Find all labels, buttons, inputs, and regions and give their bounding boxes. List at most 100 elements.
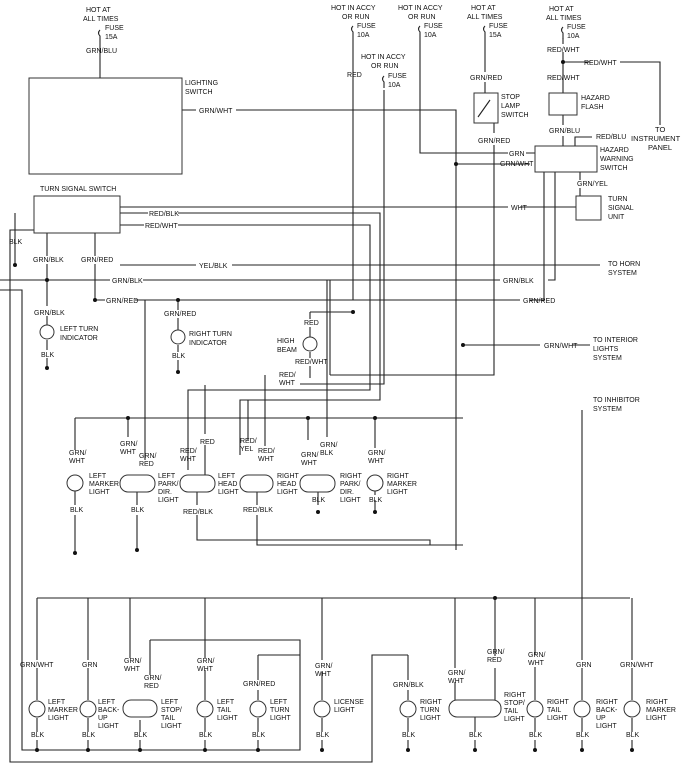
- wire-label: GRN/RED: [478, 138, 510, 145]
- wire-label: WHT: [69, 458, 86, 465]
- power-label: ALL TIMES: [83, 16, 119, 23]
- wire-label: GRN/: [448, 670, 466, 677]
- rear-right-marker-bulb-icon: [623, 700, 641, 718]
- junction: [561, 60, 565, 64]
- wire-label: WHT: [124, 666, 141, 673]
- lamp-label: TAIL: [217, 707, 231, 714]
- junction: [373, 416, 377, 420]
- left-tail-bulb-icon: [196, 700, 214, 718]
- wire-label: RED/WHT: [547, 47, 580, 54]
- turn-signal-switch: [33, 195, 121, 234]
- wire-label: GRN/BLK: [34, 310, 65, 317]
- power-label: ALL TIMES: [467, 14, 503, 21]
- power-label: HOT IN ACCY: [361, 54, 406, 61]
- lamp-label: LIGHT: [217, 715, 238, 722]
- lamp-label: LIGHT: [340, 497, 361, 504]
- high-beam-bulb-icon: [302, 336, 318, 352]
- lamp-label: LEFT: [98, 699, 116, 706]
- lamp-label: MARKER: [89, 481, 119, 488]
- junction: [93, 298, 97, 302]
- wire-label: RED/WHT: [295, 359, 328, 366]
- component-label: LAMP: [501, 103, 520, 110]
- wire-label: WHT: [528, 660, 545, 667]
- component-label: UNIT: [608, 214, 625, 221]
- wire-label: GRN/: [368, 450, 386, 457]
- component-label: WARNING: [600, 156, 634, 163]
- lamp-label: HEAD: [218, 481, 237, 488]
- wire-label: RED: [200, 439, 215, 446]
- right-stop-tail-bulb-icon: [448, 699, 502, 718]
- fuse-icon: [381, 75, 385, 88]
- ground: [316, 510, 320, 514]
- wire-label: WHT: [197, 666, 214, 673]
- fuse-label: 10A: [357, 32, 370, 39]
- lamp-label: LIGHT: [387, 489, 408, 496]
- lamp-label: RIGHT: [387, 473, 410, 480]
- wire-label: WHT: [120, 449, 137, 456]
- lamp-label: LIGHT: [218, 489, 239, 496]
- lamp-label: LICENSE: [334, 699, 364, 706]
- right-tail-bulb-icon: [526, 700, 544, 718]
- lamp-label: LEFT: [158, 473, 176, 480]
- wire-label: RED/WHT: [584, 60, 617, 67]
- component-label: SWITCH: [600, 165, 628, 172]
- power-label: OR RUN: [371, 63, 399, 70]
- rear-grounds: [35, 748, 634, 752]
- junction: [351, 310, 355, 314]
- lamp-label: DIR.: [340, 489, 354, 496]
- wire-label: RED/WHT: [145, 223, 178, 230]
- lamp-label: RIGHT: [277, 473, 300, 480]
- lamp-label: LIGHT: [270, 715, 291, 722]
- lamp-label: BACK-: [98, 707, 120, 714]
- wire-label: WHT: [279, 380, 296, 387]
- fuse-label: FUSE: [388, 73, 407, 80]
- wire-label: GRN/: [120, 441, 138, 448]
- wire-label: GRN/: [487, 649, 505, 656]
- destination-label: TO HORN: [608, 261, 640, 268]
- wire-label: BLK: [31, 732, 45, 739]
- component-label: STOP: [501, 94, 520, 101]
- wire-label: BLK: [529, 732, 543, 739]
- junction: [454, 162, 458, 166]
- lamp-label: LEFT: [217, 699, 235, 706]
- junction: [306, 416, 310, 420]
- wire-label: GRN/WHT: [620, 662, 654, 669]
- wire-label: BLK: [70, 507, 84, 514]
- lamp-label: RIGHT: [340, 473, 363, 480]
- destination-label: SYSTEM: [593, 406, 622, 413]
- wire-label: GRN/: [315, 663, 333, 670]
- lamp-label: TURN: [270, 707, 289, 714]
- fuse-label: 10A: [424, 32, 437, 39]
- fuse-label: FUSE: [567, 24, 586, 31]
- wire-label: RED/: [258, 448, 275, 455]
- lamp-label: STOP/: [161, 707, 182, 714]
- lamp-label: RIGHT: [596, 699, 619, 706]
- wire-label: WHT: [315, 671, 332, 678]
- lamp-label: PARK/: [158, 481, 179, 488]
- lamp-label: TURN: [420, 707, 439, 714]
- wire-label: RED: [144, 683, 159, 690]
- junction: [493, 596, 497, 600]
- component-label: SIGNAL: [608, 205, 634, 212]
- junction: [45, 278, 49, 282]
- wire-label: BLK: [82, 732, 96, 739]
- wire-label: GRN/RED: [470, 75, 502, 82]
- lamp-label: RIGHT: [420, 699, 443, 706]
- lamp-label: LIGHT: [48, 715, 69, 722]
- wire-label: BLK: [131, 507, 145, 514]
- wire-label: BLK: [199, 732, 213, 739]
- lamp-label: LEFT: [89, 473, 107, 480]
- wire-label: GRN/: [139, 453, 157, 460]
- wire-label: RED: [304, 320, 319, 327]
- wire-label: YEL: [240, 446, 253, 453]
- fuse-label: 10A: [388, 82, 401, 89]
- lighting-switch: [28, 77, 183, 175]
- left-backup-bulb-icon: [79, 700, 97, 718]
- lamp-label: PARK/: [340, 481, 361, 488]
- wire-label: RED/: [180, 448, 197, 455]
- wire-label: BLK: [312, 497, 326, 504]
- destination-label: TO INTERIOR: [593, 337, 638, 344]
- wire-label: WHT: [368, 458, 385, 465]
- junction: [126, 416, 130, 420]
- wire-label: BLK: [9, 239, 23, 246]
